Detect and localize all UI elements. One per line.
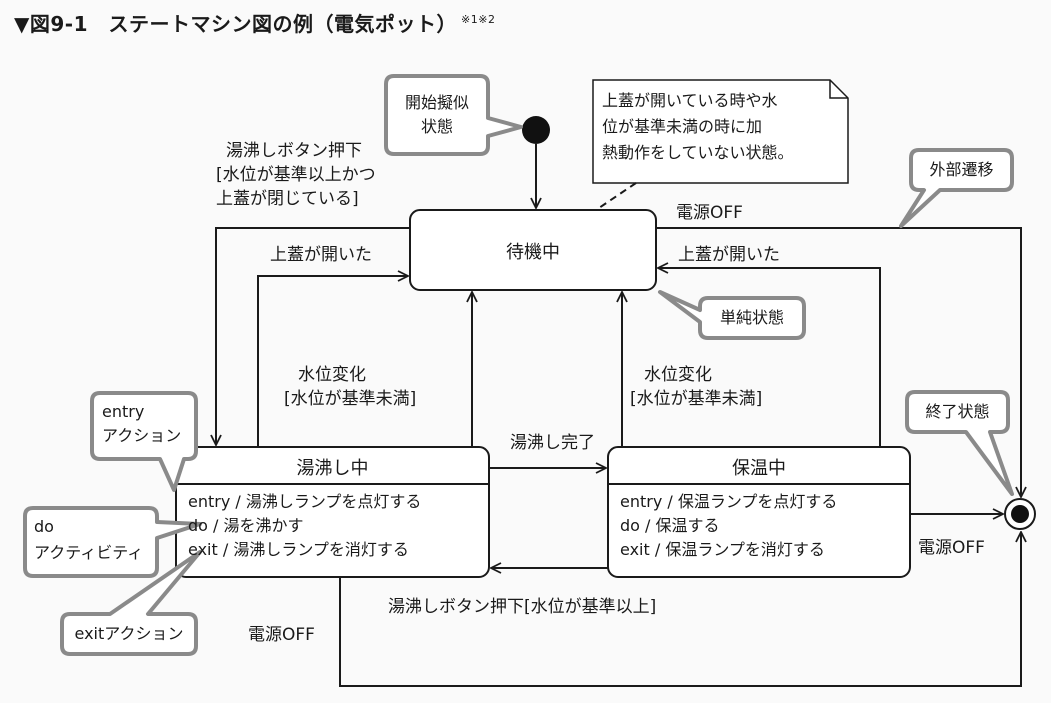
callout-final-text: 終了状態	[925, 402, 990, 421]
figure-title: ▼図9-1 ステートマシン図の例（電気ポット）※1※2	[14, 8, 495, 37]
initial-pseudo-state	[522, 116, 550, 144]
state-standby-name: 待機中	[506, 242, 560, 263]
callout-do-line1: do	[34, 517, 54, 536]
boiling-do-activity: do / 湯を沸かす	[188, 516, 304, 535]
callout-do-line2: アクティビティ	[34, 543, 144, 562]
callout-do-bubble	[23, 506, 202, 578]
note-line3: 熱動作をしていない状態。	[602, 143, 794, 162]
label-water-change-right-line1: 水位変化	[644, 365, 712, 385]
transition-standby-power-off	[656, 227, 1021, 497]
label-boil-button-bottom: 湯沸しボタン押下[水位が基準以上]	[388, 597, 657, 617]
transition-standby-to-boiling	[216, 227, 410, 445]
final-state-inner	[1011, 505, 1029, 523]
note-standby-box	[592, 79, 849, 184]
note-anchor-line	[595, 182, 637, 211]
transition-boiling-power-off	[339, 532, 1021, 687]
label-power-off-bottom: 電源OFF	[248, 625, 315, 645]
label-water-change-left-line2: [水位が基準未満]	[284, 389, 417, 409]
label-power-off-right: 電源OFF	[918, 538, 985, 558]
warming-exit-action: exit / 保温ランプを消灯する	[620, 540, 825, 559]
figure-title-text: ▼図9-1 ステートマシン図の例（電気ポット）	[14, 12, 458, 36]
boiling-entry-action: entry / 湯沸しランプを点灯する	[188, 492, 422, 511]
state-warming-box	[607, 446, 911, 578]
callout-initial-line1: 開始擬似	[404, 93, 469, 112]
callout-external-bubble	[899, 148, 1014, 228]
callout-entry-line1: entry	[102, 402, 145, 421]
label-boil-button-line2: [水位が基準以上かつ	[216, 165, 376, 185]
transition-warming-lid-opened	[658, 268, 881, 447]
state-boiling-name: 湯沸し中	[296, 458, 369, 479]
state-warming-name: 保温中	[732, 458, 786, 479]
callout-final-bubble	[905, 390, 1014, 496]
callout-entry-bubble	[90, 391, 198, 492]
callout-entry-line2: アクション	[102, 426, 182, 445]
label-boil-button-line3: 上蓋が閉じている]	[216, 189, 359, 209]
callout-initial-line2: 状態	[420, 117, 453, 136]
label-water-change-left-line1: 水位変化	[298, 365, 366, 385]
label-boil-button-line1: 湯沸しボタン押下	[226, 141, 362, 161]
boiling-exit-action: exit / 湯沸しランプを消灯する	[188, 540, 409, 559]
label-boil-done: 湯沸し完了	[510, 433, 595, 453]
figure-title-note: ※1※2	[461, 13, 496, 27]
state-standby-box	[409, 209, 657, 291]
label-power-off-top: 電源OFF	[676, 203, 743, 223]
transition-boiling-lid-opened	[257, 276, 408, 447]
note-line1: 上蓋が開いている時や水	[602, 91, 778, 110]
label-lid-opened-right: 上蓋が開いた	[678, 245, 780, 265]
callout-exit-bubble	[60, 550, 202, 656]
label-lid-opened-left: 上蓋が開いた	[270, 245, 372, 265]
callout-simple-bubble	[658, 290, 806, 340]
callout-exit-text: exitアクション	[74, 624, 184, 643]
note-fold	[829, 80, 848, 99]
state-boiling-box	[175, 446, 490, 578]
callout-simple-text: 単純状態	[719, 308, 784, 327]
callout-external-text: 外部遷移	[929, 160, 994, 179]
callout-initial-bubble	[384, 74, 523, 156]
note-line2: 位が基準未満の時に加	[602, 117, 763, 136]
warming-do-activity: do / 保温する	[620, 516, 720, 535]
warming-entry-action: entry / 保温ランプを点灯する	[620, 492, 838, 511]
label-water-change-right-line2: [水位が基準未満]	[630, 389, 763, 409]
